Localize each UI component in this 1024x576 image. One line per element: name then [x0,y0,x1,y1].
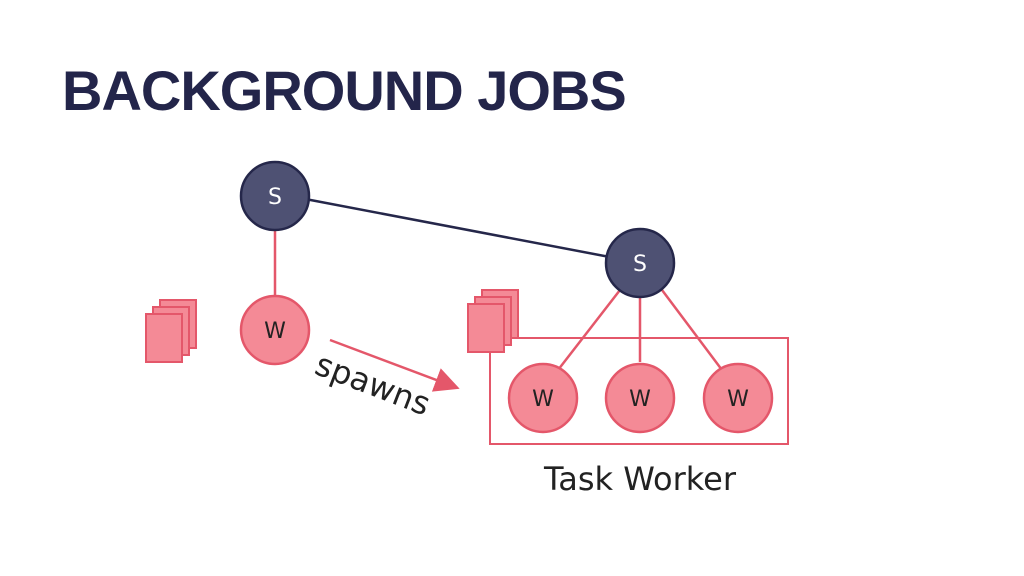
job-stack-icon [145,299,197,363]
svg-text:S: S [633,252,647,277]
job-stack-icon [467,289,519,353]
svg-text:S: S [268,185,282,210]
page-title: BACKGROUND JOBS [62,59,627,122]
supervisor-node: S [604,227,676,299]
spawns-arrow [329,338,460,392]
edge-supervisor-to-task-worker-3 [661,289,723,371]
task-worker-label: Task Worker [543,460,737,498]
svg-text:W: W [264,319,286,344]
task-worker-node: W [702,362,774,434]
worker-node: W [239,294,311,366]
supervisor-node: S [239,160,311,232]
edge-supervisor-to-task-worker-1 [557,289,621,371]
task-worker-node: W [604,362,676,434]
svg-text:W: W [727,387,749,412]
task-worker-node: W [507,362,579,434]
task-worker-group-box [489,337,789,445]
svg-text:W: W [629,387,651,412]
svg-text:W: W [532,387,554,412]
edge-supervisor-to-supervisor [299,196,616,260]
